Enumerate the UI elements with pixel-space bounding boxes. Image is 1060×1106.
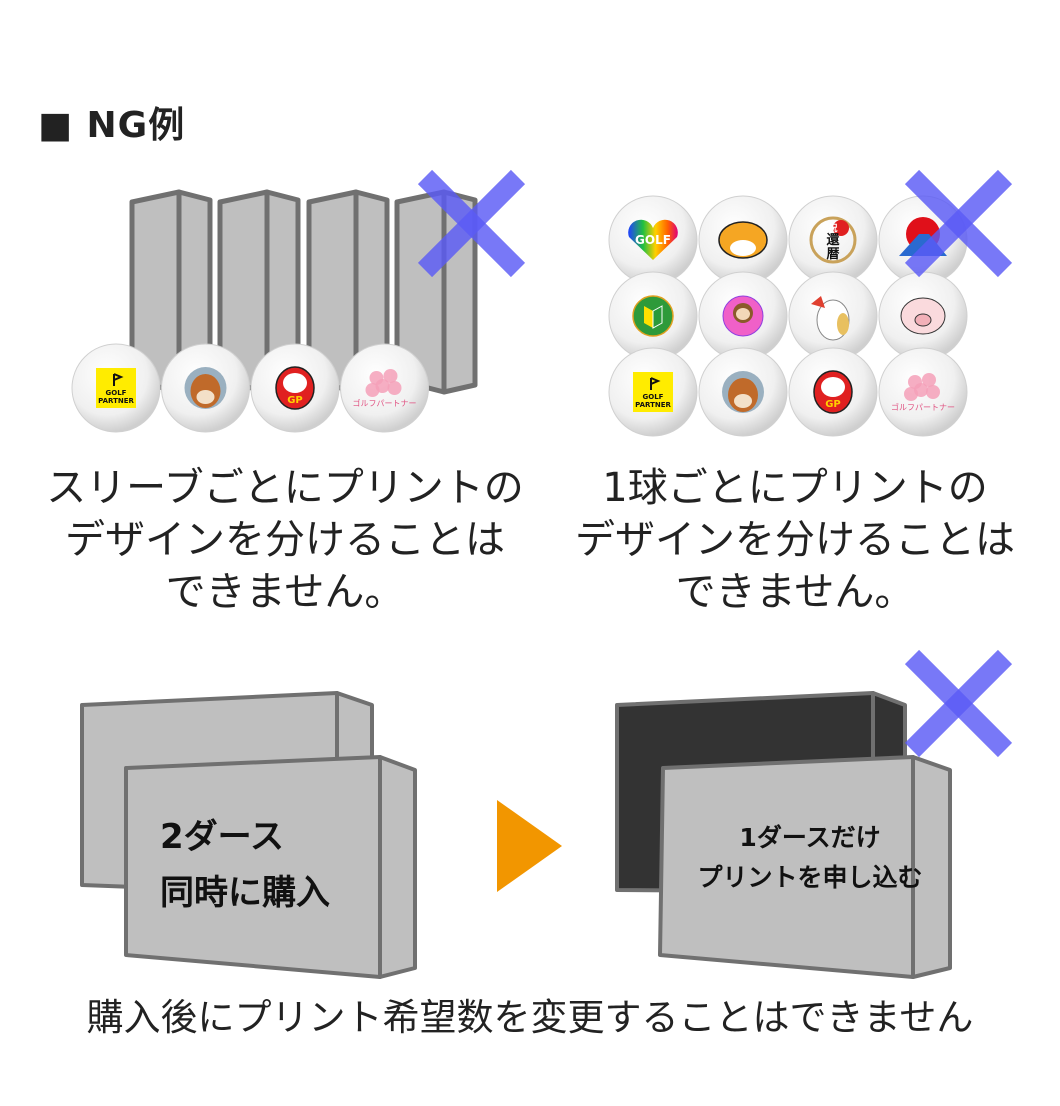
caption-left: スリーブごとにプリントの デザインを分けることは できません。 [30, 462, 540, 618]
golf-ball [161, 343, 250, 433]
sleeve [306, 189, 390, 395]
svg-text:祝: 祝 [828, 222, 837, 234]
golf-ball: ゴルフパートナー [878, 347, 968, 437]
golf-ball: 祝還暦 [788, 195, 878, 285]
golf-ball [788, 271, 878, 361]
sleeve [394, 189, 478, 395]
caption-line: できません。 [675, 569, 915, 615]
svg-text:暦: 暦 [826, 247, 839, 262]
section-heading: ■ NG例 [38, 105, 186, 146]
caption-line: デザインを分けることは [65, 517, 505, 563]
box-front-right [658, 755, 952, 979]
svg-text:GP: GP [287, 395, 303, 406]
caption-line: スリーブごとにプリントの [46, 465, 524, 511]
svg-text:還: 還 [826, 232, 840, 248]
golf-ball [608, 271, 698, 361]
golf-ball: GP [788, 347, 878, 437]
svg-text:ゴルフパートナー: ゴルフパートナー [353, 398, 417, 408]
caption-line: デザインを分けることは [575, 517, 1015, 563]
box-front-left [124, 755, 417, 979]
golf-ball: GP [250, 343, 340, 433]
svg-text:PARTNER: PARTNER [98, 397, 134, 405]
svg-text:GOLF: GOLF [643, 393, 664, 401]
box-left-line-2: 同時に購入 [160, 873, 330, 913]
golf-ball [698, 347, 788, 437]
box-right-line-2: プリントを申し込む [697, 863, 922, 892]
arrow-right-icon [497, 800, 562, 892]
caption-bottom: 購入後にプリント希望数を変更することはできません [86, 996, 974, 1039]
golf-ball [698, 271, 788, 361]
caption-line: できません。 [165, 569, 405, 615]
cross-icon-balls [904, 169, 1013, 278]
svg-text:GOLF: GOLF [635, 233, 671, 247]
svg-text:ゴルフパートナー: ゴルフパートナー [891, 402, 955, 412]
golf-ball [878, 271, 968, 361]
box-left-line-1: 2ダース [160, 817, 284, 857]
svg-text:GOLF: GOLF [106, 389, 127, 397]
box-right-line-1: 1ダースだけ [739, 823, 880, 852]
golf-ball: GOLF [608, 195, 698, 285]
sleeve [217, 189, 301, 395]
caption-right: 1球ごとにプリントの デザインを分けることは できません。 [545, 462, 1045, 618]
golf-ball [698, 195, 788, 285]
caption-line: 1球ごとにプリントの [602, 465, 988, 511]
svg-text:GP: GP [825, 399, 841, 410]
svg-text:PARTNER: PARTNER [635, 401, 671, 409]
cross-icon-boxes [904, 649, 1013, 758]
golf-ball: ゴルフパートナー [340, 343, 429, 433]
cross-icon-sleeves [417, 169, 526, 278]
